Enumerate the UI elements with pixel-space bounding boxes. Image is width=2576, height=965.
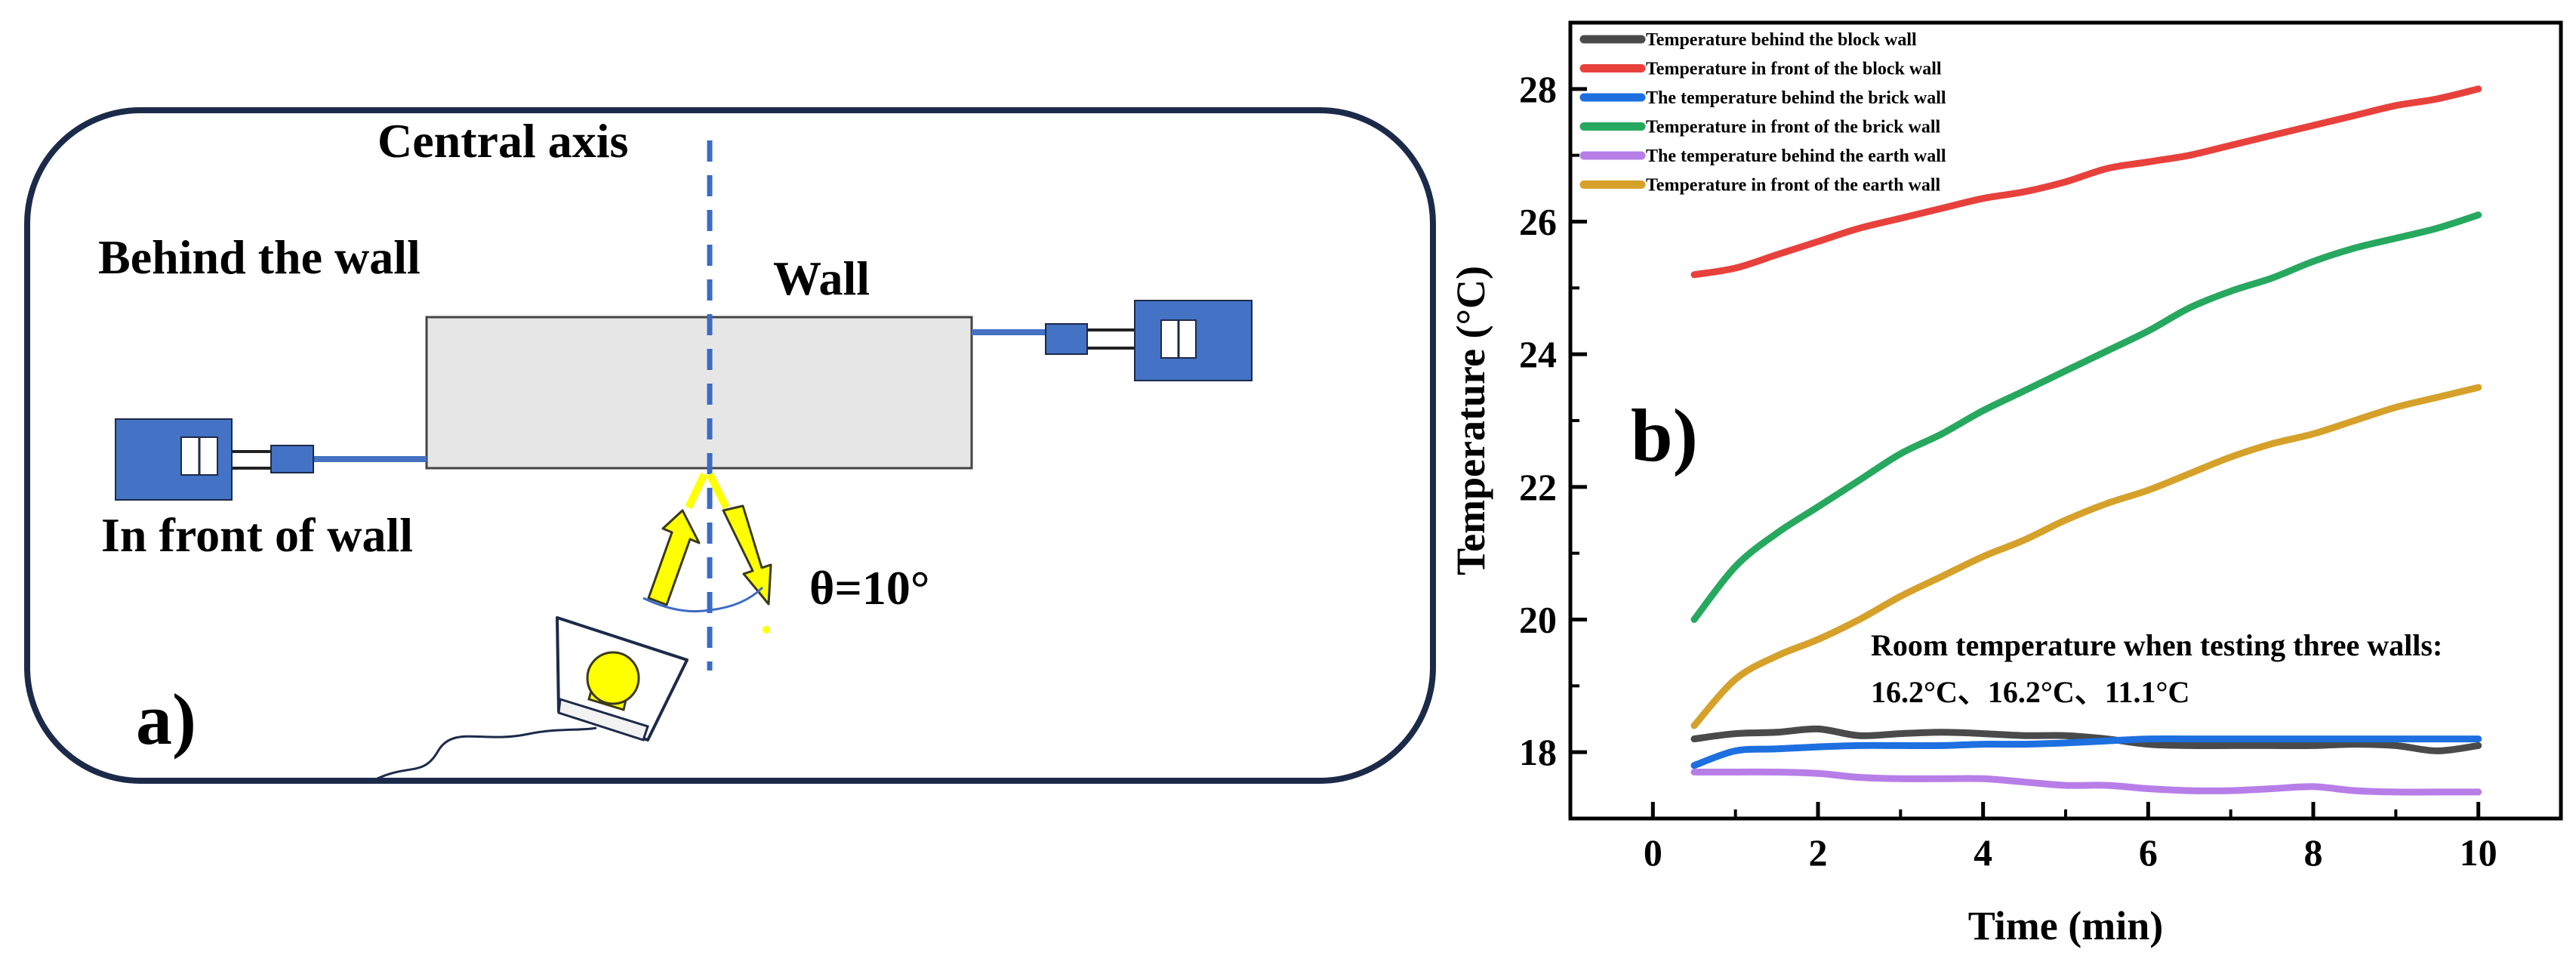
- yellow-dot: [763, 626, 770, 634]
- reflected-arrow: [722, 504, 772, 606]
- x-axis-label: Time (min): [1968, 903, 2163, 948]
- y-tick-label: 28: [1519, 68, 1557, 110]
- series-line-6: [1690, 384, 2482, 729]
- central-axis-label: Central axis: [377, 114, 628, 168]
- y-axis-label: Temperature (°C): [1448, 266, 1493, 575]
- beam-line-right: [706, 472, 730, 510]
- x-tick-label: 10: [2460, 831, 2497, 874]
- y-tick-label: 18: [1519, 731, 1557, 773]
- series-line-3: [1690, 735, 2482, 769]
- y-tick-label: 20: [1519, 599, 1557, 641]
- beam-line-left: [685, 472, 708, 510]
- legend-label-6: Temperature in front of the earth wall: [1646, 176, 1941, 196]
- x-tick-label: 4: [1974, 831, 1992, 874]
- series-line-4: [1690, 211, 2482, 623]
- legend-label-4: Temperature in front of the brick wall: [1646, 118, 1941, 137]
- legend: Temperature behind the block wallTempera…: [1579, 30, 1946, 196]
- y-tick-label: 22: [1519, 466, 1557, 508]
- series-line-2: [1690, 85, 2482, 279]
- behind-wall-label: Behind the wall: [98, 230, 421, 284]
- series-line-5: [1690, 768, 2482, 796]
- lamp: [372, 616, 689, 782]
- room-temp-note-line2: 16.2°C、16.2°C、11.1°C: [1871, 675, 2189, 709]
- angle-label: θ=10°: [809, 561, 929, 615]
- y-tick-label: 26: [1519, 201, 1557, 243]
- room-temp-note-line1: Room temperature when testing three wall…: [1871, 628, 2442, 662]
- x-tick-label: 6: [2139, 831, 2158, 874]
- sensor-behind-wall: [972, 300, 1253, 381]
- legend-label-2: Temperature in front of the block wall: [1646, 60, 1942, 79]
- angle-arc: [642, 586, 764, 613]
- panel-a-label: a): [136, 679, 196, 760]
- legend-label-5: The temperature behind the earth wall: [1646, 146, 1946, 166]
- sensor-front-wall: [115, 418, 427, 501]
- legend-label-1: Temperature behind the block wall: [1646, 30, 1917, 50]
- wall-block: [425, 316, 973, 470]
- x-tick-label: 0: [1644, 831, 1662, 874]
- incident-arrow: [647, 509, 701, 606]
- chart-panel-label: b): [1631, 393, 1698, 477]
- x-tick-label: 8: [2304, 831, 2323, 874]
- wall-label: Wall: [773, 251, 870, 305]
- x-tick-label: 2: [1809, 831, 1828, 874]
- panel-a-diagram: Central axis Behind the wall Wall In fro…: [24, 107, 1436, 784]
- legend-label-3: The temperature behind the brick wall: [1646, 88, 1946, 108]
- series-line-1: [1690, 725, 2482, 754]
- series-lines: [1690, 85, 2482, 796]
- front-wall-label: In front of wall: [101, 508, 413, 562]
- y-tick-label: 24: [1519, 333, 1557, 375]
